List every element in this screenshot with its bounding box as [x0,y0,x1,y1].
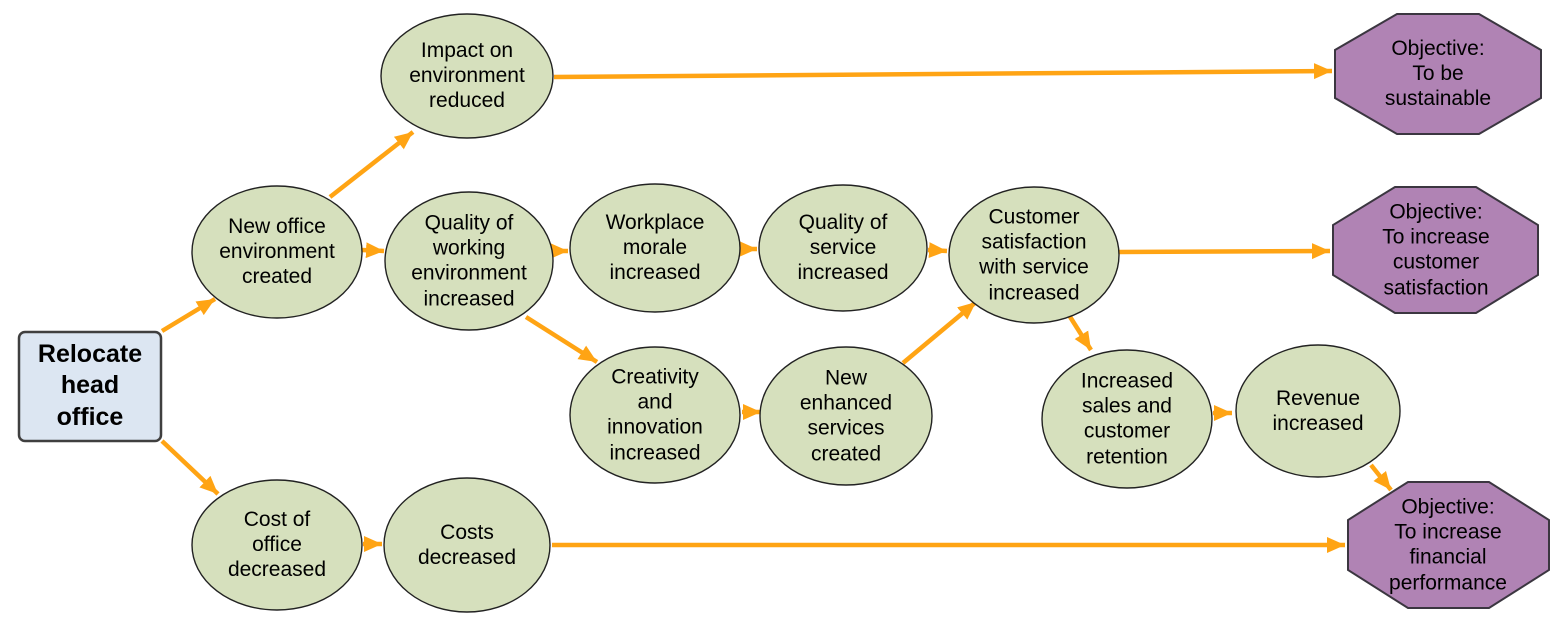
node-objective-sustainable [1334,13,1542,135]
node-revenue-increased [1235,344,1401,478]
node-creativity-and-innovation-increased [569,346,741,484]
arrow-customer-satisfaction-to-objective [1118,243,1331,260]
node-increased-sales-and-customer-retention [1041,349,1213,489]
node-objective-financial-performance [1347,481,1550,609]
arrow-relocate-to-new-office [160,297,217,333]
node-quality-of-working-environment-increased [384,191,554,331]
node-cost-of-office-decreased [191,479,363,611]
arrow-customer-satisfaction-to-sales [1065,310,1093,352]
arrow-quality-working-to-creativity [524,315,599,364]
arrow-new-services-to-customer-satisfaction [901,300,978,365]
node-objective-customer-satisfaction [1332,186,1539,314]
node-customer-satisfaction-with-service-increased [948,186,1120,324]
arrow-new-office-to-impact [328,130,415,199]
node-quality-of-service-increased [758,184,928,312]
arrow-relocate-to-cost-of-office [160,439,220,496]
node-new-enhanced-services-created [759,346,933,486]
node-relocate-head-office [17,330,163,443]
node-costs-decreased [383,477,551,613]
diagram-nodes [17,13,1550,613]
diagram-edges [160,63,1393,553]
arrow-impact-to-objective-sustainable [553,63,1333,80]
arrow-revenue-to-objective-financial [1369,463,1393,492]
arrow-new-office-to-quality-working [361,242,385,259]
arrow-quality-service-to-customer-satisfaction [927,242,948,259]
node-workplace-morale-increased [569,183,741,313]
node-new-office-environment-created [191,185,363,319]
node-impact-on-environment-reduced [380,13,554,139]
